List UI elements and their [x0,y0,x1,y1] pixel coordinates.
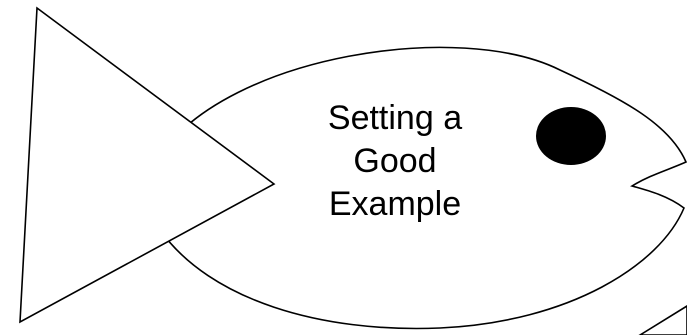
fish-label: Setting a Good Example [300,97,490,226]
fish-label-line-2: Good [353,142,437,180]
fish-tail-shape [19,6,276,324]
fish-label-line-3: Example [328,185,462,223]
partial-fin-shape [638,305,687,335]
fish-eye [536,107,606,165]
fish-label-line-1: Setting a [327,99,463,137]
